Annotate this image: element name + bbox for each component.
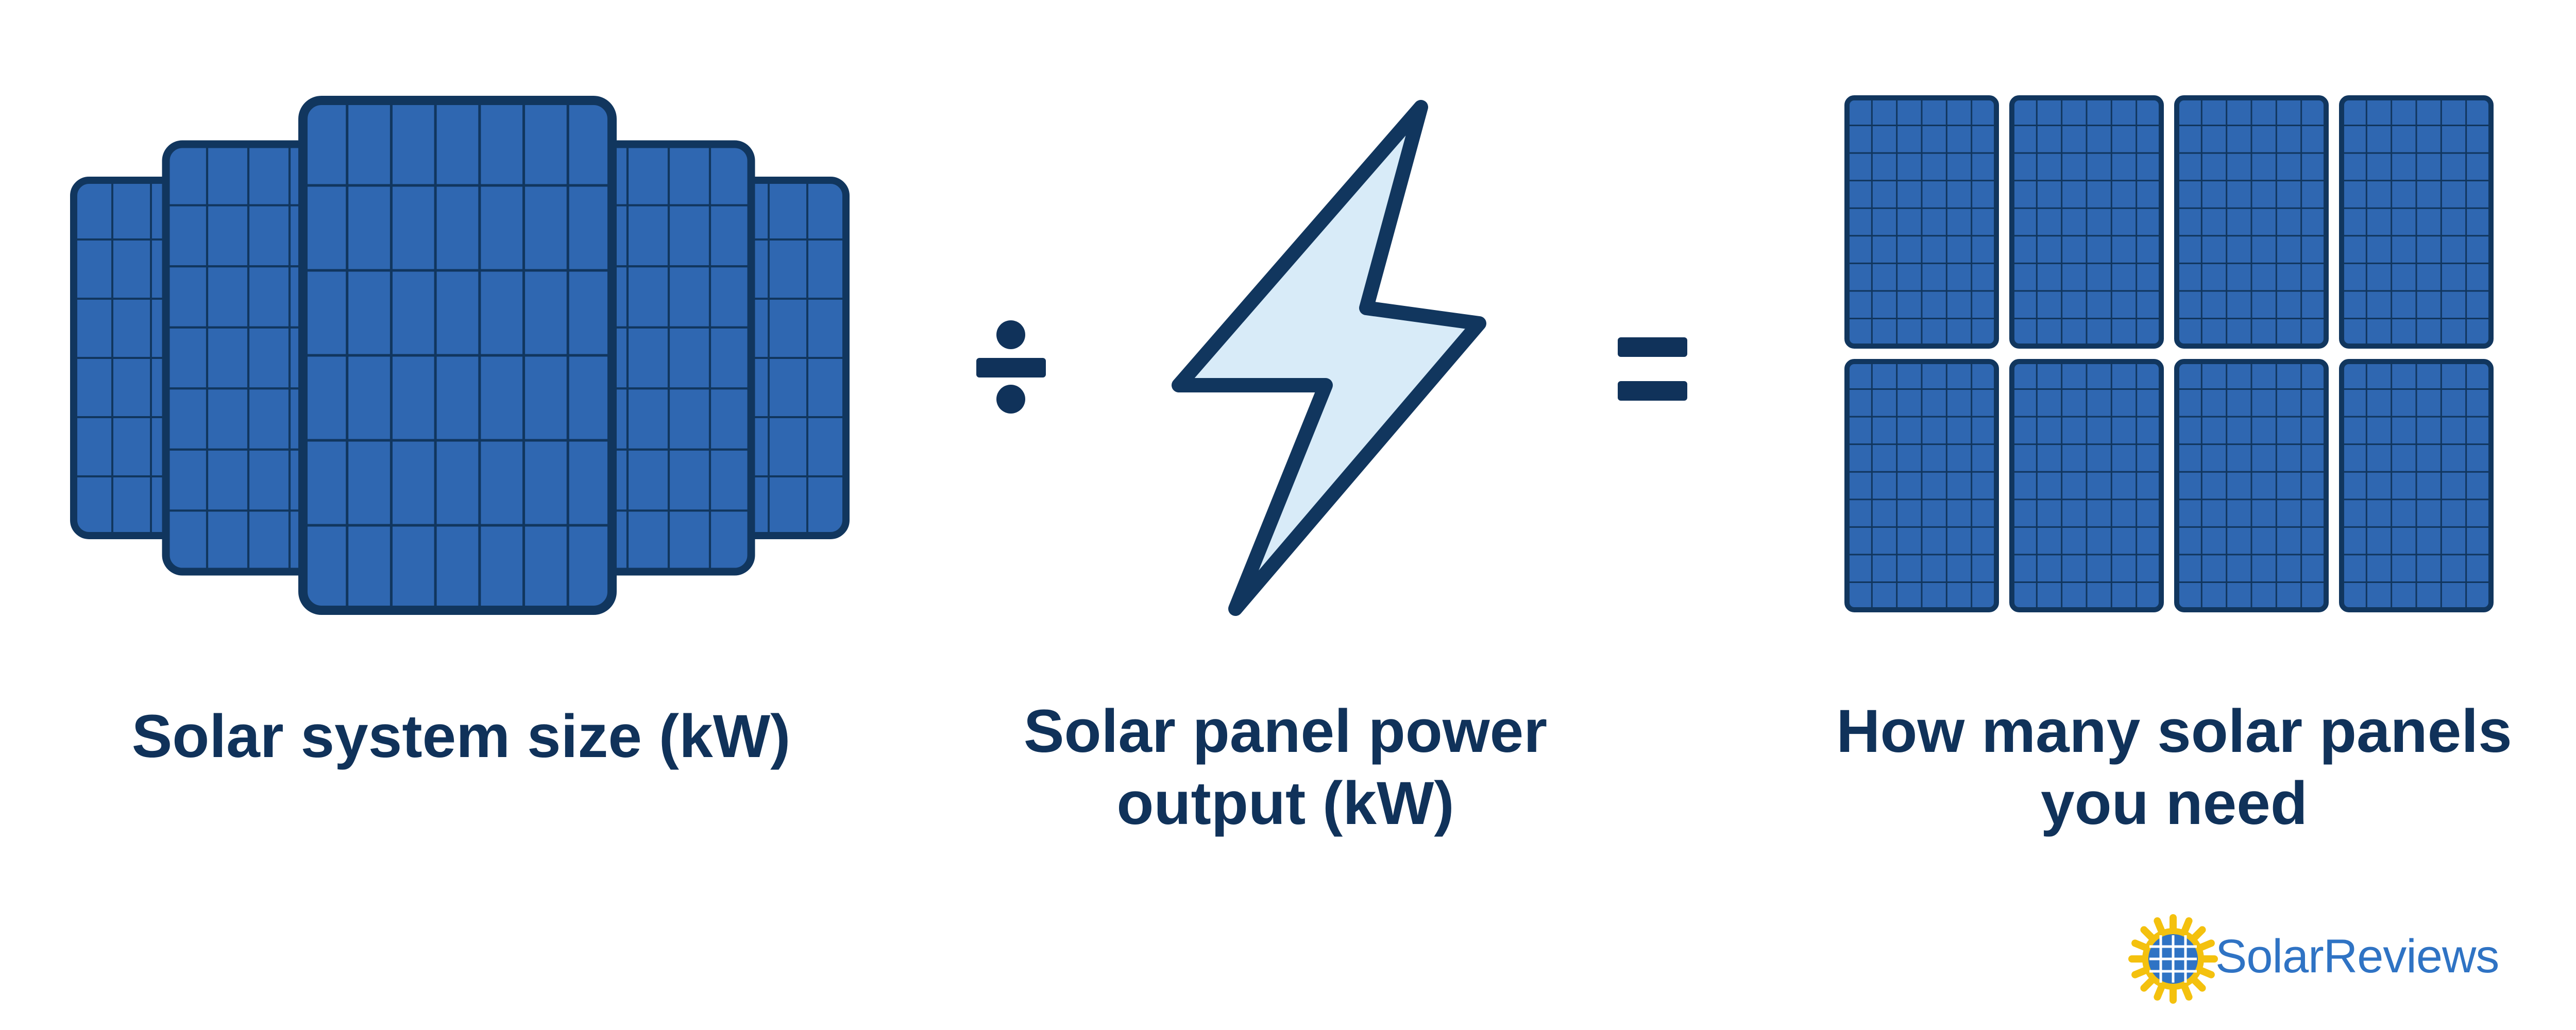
solar-panel-grid-item — [2339, 359, 2494, 612]
label-panel-output: Solar panel power output (kW) — [969, 695, 1602, 839]
label-panels-needed: How many solar panels you need — [1788, 695, 2561, 839]
label-system-size: Solar system size (kW) — [67, 700, 855, 772]
label-system-size-text: Solar system size (kW) — [131, 702, 791, 770]
solar-panel-grid-item — [2009, 359, 2164, 612]
label-panel-output-line1: Solar panel power — [1023, 697, 1548, 765]
solar-panel-center — [298, 96, 617, 615]
label-panels-needed-line1: How many solar panels — [1836, 697, 2512, 765]
label-panels-needed-line2: you need — [2041, 769, 2308, 837]
brand-logo-text[interactable]: SolarReviews — [2215, 930, 2499, 983]
equals-operator: = — [1618, 337, 1687, 401]
solar-panel-grid-item — [2174, 95, 2329, 349]
solar-panel-grid-item — [1844, 95, 1999, 349]
solar-panel-inner-right — [582, 140, 755, 576]
solar-panel-grid-item — [2009, 95, 2164, 349]
solar-panel-grid-icon — [1844, 95, 2494, 612]
stacked-solar-panels-icon — [70, 96, 850, 615]
solar-panel-grid-item — [1844, 359, 1999, 612]
lightning-bolt-icon — [1172, 100, 1486, 616]
label-panel-output-line2: output (kW) — [1116, 769, 1454, 837]
solar-panel-grid-item — [2174, 359, 2329, 612]
divide-operator: ÷ — [976, 320, 1046, 414]
sun-globe-icon — [2128, 914, 2218, 1004]
solar-panel-grid-item — [2339, 95, 2494, 349]
